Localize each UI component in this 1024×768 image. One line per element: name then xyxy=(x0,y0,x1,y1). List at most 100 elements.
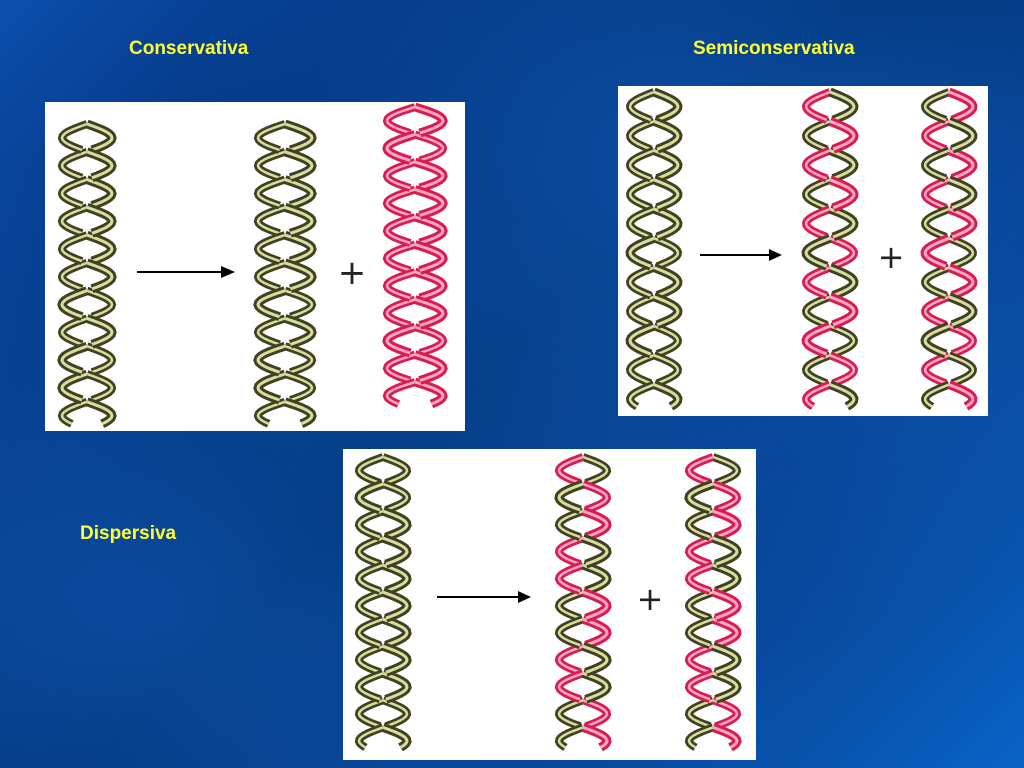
helix-strand-highlight xyxy=(86,233,114,263)
helix-strand-highlight xyxy=(628,266,655,297)
helix-strand-highlight xyxy=(804,207,831,239)
helix-strand-highlight xyxy=(829,207,856,239)
replication-arrow xyxy=(137,266,235,278)
helix-strand-highlight xyxy=(357,618,384,647)
helix-strand-highlight xyxy=(628,295,655,326)
helix-strand-highlight xyxy=(712,617,739,647)
helix-strand-highlight xyxy=(948,90,975,122)
helix-strand-highlight xyxy=(357,591,384,620)
helix-strand-highlight xyxy=(712,455,739,485)
helix-strand-highlight xyxy=(60,122,88,152)
helix-strand-highlight xyxy=(923,120,950,151)
helix-strand-highlight xyxy=(60,344,88,374)
helix-strand-highlight xyxy=(557,672,584,701)
helix-strand-highlight xyxy=(628,207,655,239)
helix-strand-highlight xyxy=(582,699,609,728)
helix-strand-highlight xyxy=(628,324,655,356)
helix-strand-highlight xyxy=(829,90,856,122)
helix-strand-highlight xyxy=(948,178,975,210)
helix-strand-highlight xyxy=(804,295,831,326)
helix-strand-highlight xyxy=(687,536,714,566)
helix-strand-highlight xyxy=(582,725,609,749)
helix-strand-highlight xyxy=(256,178,286,207)
helix-strand-highlight xyxy=(414,325,445,355)
helix-strand-highlight xyxy=(357,726,384,749)
helix-strand-highlight xyxy=(357,509,384,539)
helix-strand-highlight xyxy=(86,400,114,426)
helix-strand-highlight xyxy=(804,178,831,209)
helix-strand-highlight xyxy=(60,372,88,402)
dispersiva-diagram: + xyxy=(343,449,756,760)
helix-strand-highlight xyxy=(923,324,950,356)
helix-strand-highlight xyxy=(284,205,314,235)
helix-strand-highlight xyxy=(557,618,584,647)
helix-strand-highlight xyxy=(284,150,314,180)
helix-strand-highlight xyxy=(357,482,384,512)
helix-strand-highlight xyxy=(385,160,416,190)
helix-strand-highlight xyxy=(582,455,609,485)
helix-strand-highlight xyxy=(256,206,286,235)
helix-strand-highlight xyxy=(357,699,384,728)
helix-strand-highlight xyxy=(256,317,286,346)
helix-strand-highlight xyxy=(582,563,609,593)
helix-strand-highlight xyxy=(385,380,416,406)
helix-strand-highlight xyxy=(948,119,975,151)
helix-strand-highlight xyxy=(687,726,714,749)
helix-strand-highlight xyxy=(256,261,286,291)
helix-strand-highlight xyxy=(557,699,584,728)
plus-sign: + xyxy=(637,580,664,618)
helix-strand-highlight xyxy=(582,509,609,539)
helix-strand-highlight xyxy=(829,119,856,151)
helix-strand-highlight xyxy=(414,353,445,382)
helix-strand-highlight xyxy=(414,270,445,300)
helix-strand-highlight xyxy=(804,149,831,180)
helix-strand-highlight xyxy=(687,482,714,512)
helix-strand-highlight xyxy=(923,207,950,239)
helix-strand-highlight xyxy=(712,509,739,539)
helix-strand-highlight xyxy=(357,672,384,701)
helix-strand-highlight xyxy=(385,353,416,382)
helix-strand-highlight xyxy=(948,383,975,408)
helix-strand-highlight xyxy=(628,354,655,385)
helix-strand-highlight xyxy=(382,509,409,539)
helix-strand-highlight xyxy=(829,149,856,180)
helix-strand-highlight xyxy=(653,295,680,327)
helix-strand-highlight xyxy=(948,237,975,268)
helix-strand-highlight xyxy=(557,726,584,749)
helix-strand-highlight xyxy=(829,266,856,297)
helix-strand-highlight xyxy=(829,354,856,385)
helix-strand-highlight xyxy=(804,90,831,122)
helix-strand-highlight xyxy=(804,236,831,268)
helix-strand-highlight xyxy=(653,178,680,210)
helix-strand-highlight xyxy=(256,150,286,179)
helix-strand-highlight xyxy=(414,133,445,162)
helix-strand-highlight xyxy=(923,178,950,209)
helix-strand-highlight xyxy=(385,133,416,162)
helix-strand-highlight xyxy=(284,178,314,208)
helix-strand-highlight xyxy=(687,455,714,485)
helix-strand-highlight xyxy=(948,207,975,239)
helix-strand-highlight xyxy=(60,317,88,346)
daughter-helix-a xyxy=(801,87,859,411)
helix-strand-highlight xyxy=(256,344,286,374)
helix-strand-highlight xyxy=(628,90,655,122)
helix-strand-highlight xyxy=(60,233,88,263)
conservativa-title: Conservativa xyxy=(129,38,249,59)
helix-strand-highlight xyxy=(923,266,950,297)
helix-strand-highlight xyxy=(382,590,409,620)
helix-strand-highlight xyxy=(628,383,655,408)
helix-strand-highlight xyxy=(557,509,584,539)
helix-strand-highlight xyxy=(414,298,445,327)
helix-strand-highlight xyxy=(60,400,88,425)
helix-strand-highlight xyxy=(687,563,714,593)
helix-strand-highlight xyxy=(687,699,714,728)
helix-strand-highlight xyxy=(804,120,831,151)
helix-strand-highlight xyxy=(357,645,384,674)
helix-strand-highlight xyxy=(804,383,831,408)
helix-strand-highlight xyxy=(557,536,584,566)
helix-strand-highlight xyxy=(385,243,416,272)
helix-strand-highlight xyxy=(712,482,739,512)
helix-strand-highlight xyxy=(712,563,739,593)
helix-strand-highlight xyxy=(923,295,950,326)
